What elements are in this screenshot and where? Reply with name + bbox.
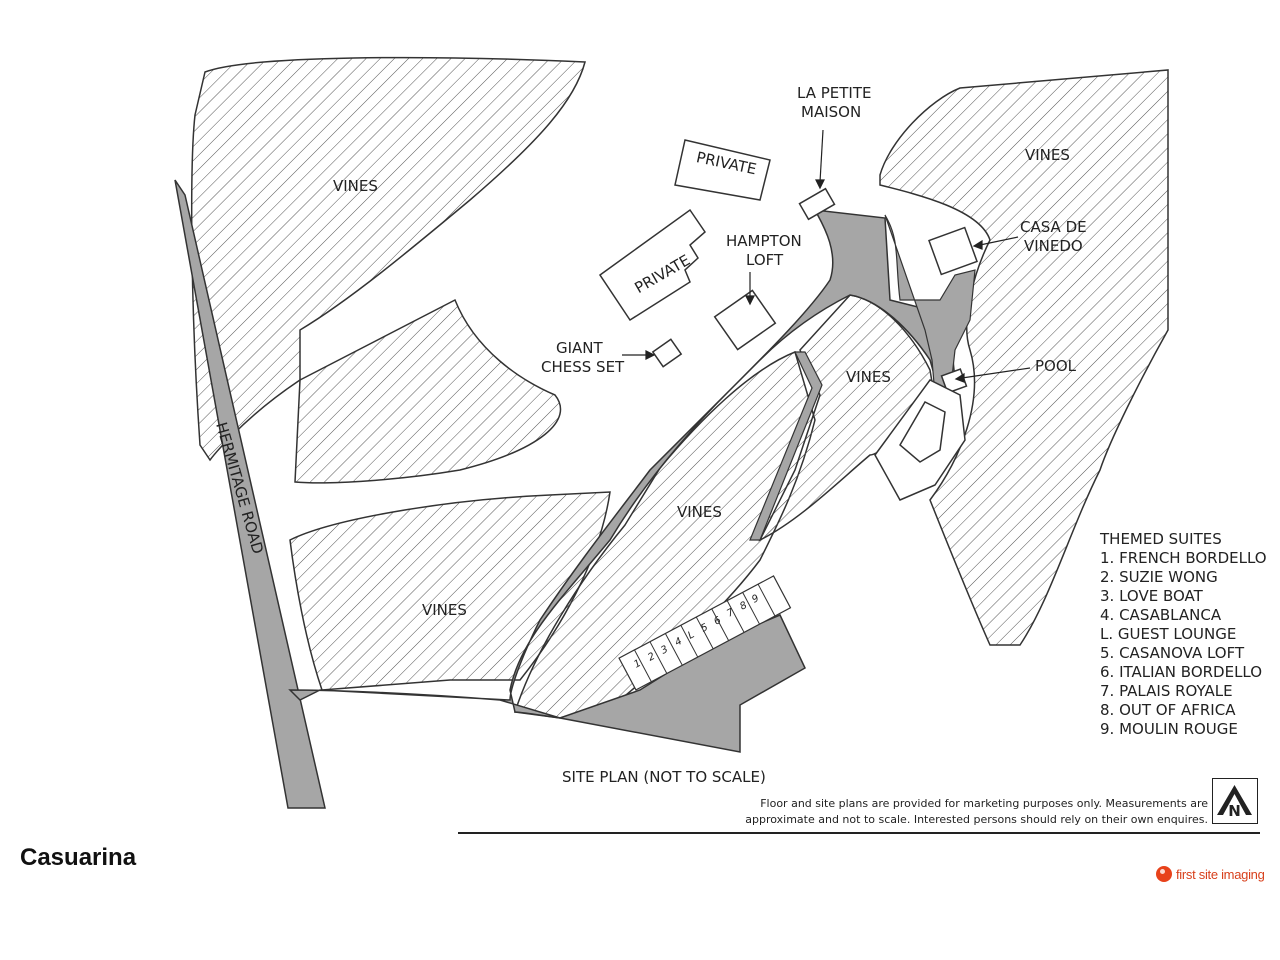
disclaimer-line: Floor and site plans are provided for ma… [760,797,1208,810]
suite-number: 4 [673,636,684,649]
la-petite-maison-label: LA PETITE [797,84,871,102]
casa-de-vinedo-building [928,226,978,276]
vines-label-northeast: VINES [1025,146,1070,164]
suite-number: 2 [646,651,657,664]
suite-number: 5 [699,622,710,635]
themed-suites-block [618,575,792,691]
legend-title: THEMED SUITES [1100,530,1222,548]
legend-item: 8. OUT OF AFRICA [1100,701,1236,719]
service-track [749,351,823,541]
la-petite-maison-building [798,187,836,221]
suite-number: 9 [750,593,761,606]
pool [899,401,946,463]
brand-logo: first site imaging [1156,866,1265,882]
private-building-north [674,139,771,201]
hampton-loft-building [713,289,777,351]
legend-item: 9. MOULIN ROUGE [1100,720,1238,738]
entry-driveway [288,209,956,753]
vines-area-northeast [879,69,1169,646]
site-plan-title: SITE PLAN (NOT TO SCALE) [562,768,766,786]
legend-item: 1. FRENCH BORDELLO [1100,549,1267,567]
brand-name: first site imaging [1176,866,1265,882]
north-letter: N [1228,802,1241,820]
suite-number: 1 [632,658,643,671]
suite-number: 7 [725,607,736,620]
private-building-west [598,208,706,322]
vines-area-center [514,350,816,719]
disclaimer-text: Floor and site plans are provided for ma… [700,796,1208,828]
pool-label: POOL [1035,357,1077,375]
giant-chess-set [651,338,683,368]
hermitage-road [174,179,326,809]
north-arrow-icon: N [1212,778,1258,824]
hampton-loft-label: LOFT [746,251,784,269]
suite-number: L [686,629,696,641]
giant-chess-set-label: GIANT [556,339,604,357]
vines-label-middle: VINES [846,368,891,386]
legend-item: 7. PALAIS ROYALE [1100,682,1233,700]
legend-item: 6. ITALIAN BORDELLO [1100,663,1263,681]
hampton-loft-label: HAMPTON [726,232,802,250]
vines-label-center: VINES [677,503,722,521]
la-petite-maison-label: MAISON [801,103,861,121]
brand-dot-icon [1156,866,1172,882]
legend-item: 4. CASABLANCA [1100,606,1222,624]
disclaimer-line: approximate and not to scale. Interested… [745,813,1208,826]
casa-de-vinedo-label: CASA DE [1020,218,1087,236]
legend-item: 3. LOVE BOAT [1100,587,1203,605]
vines-label-northwest: VINES [333,177,378,195]
property-name: Casuarina [20,844,137,871]
suite-number-labels: 1 2 3 4 L 5 6 7 8 9 [632,593,761,671]
footer-divider [458,832,1260,834]
vines-label-southwest: VINES [422,601,467,619]
giant-chess-set-label: CHESS SET [541,358,625,376]
casa-de-vinedo-label: VINEDO [1024,237,1083,255]
label-leaders [622,129,1031,383]
vines-area-northwest [190,56,586,462]
vines-area-northwest-lower [294,298,562,484]
suite-number: 6 [712,615,723,628]
themed-suites-legend: THEMED SUITES 1. FRENCH BORDELLO 2. SUZI… [1100,530,1267,739]
legend-item: L. GUEST LOUNGE [1100,625,1237,643]
suite-number: 8 [738,600,749,613]
legend-item: 5. CASANOVA LOFT [1100,644,1245,662]
suite-number: 3 [659,644,670,657]
legend-item: 2. SUZIE WONG [1100,568,1218,586]
